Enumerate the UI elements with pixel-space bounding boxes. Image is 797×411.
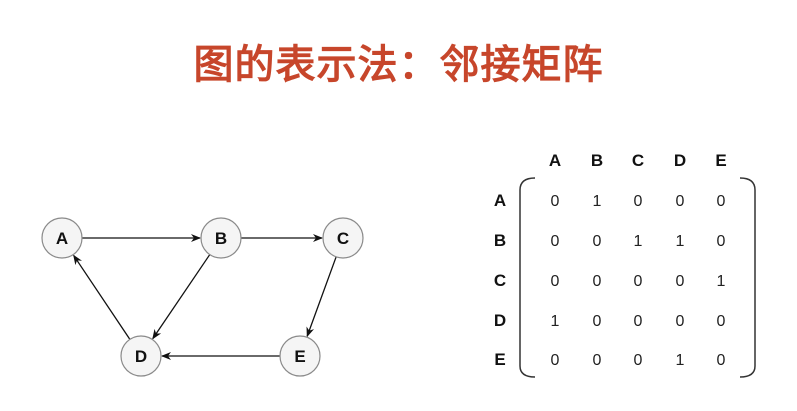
matrix-cell: 0 — [676, 193, 685, 210]
edge-c-e — [306, 256, 337, 338]
matrix-column-header: D — [674, 151, 686, 170]
matrix-cell: 0 — [551, 233, 560, 250]
matrix-column-header: E — [715, 151, 726, 170]
matrix-cell: 0 — [717, 233, 726, 250]
matrix-row-header: B — [494, 231, 506, 250]
slide-title: 图的表示法：邻接矩阵 — [193, 42, 604, 88]
matrix-cell: 1 — [634, 233, 643, 250]
node-label: B — [215, 229, 227, 248]
node-circle — [322, 217, 364, 259]
matrix-cell: 0 — [717, 193, 726, 210]
matrix-cell: 0 — [551, 193, 560, 210]
matrix-cell: 0 — [593, 233, 602, 250]
matrix-column-header: C — [632, 151, 644, 170]
node-b: B — [200, 217, 242, 259]
matrix-cell: 0 — [676, 313, 685, 330]
matrix-cell: 0 — [634, 313, 643, 330]
matrix-cell: 0 — [593, 313, 602, 330]
matrix-row-header: C — [494, 271, 506, 290]
node-circle — [279, 335, 321, 377]
matrix-cell: 0 — [634, 352, 643, 369]
matrix-row-header: A — [494, 191, 506, 210]
node-a: A — [41, 217, 83, 259]
node-label: D — [135, 347, 147, 366]
node-label: C — [337, 229, 349, 248]
node-circle — [41, 217, 83, 259]
matrix-cell: 0 — [717, 313, 726, 330]
matrix-column-header: B — [591, 151, 603, 170]
matrix-right-bracket — [739, 177, 756, 378]
matrix-cell: 1 — [717, 273, 726, 290]
matrix-cell: 0 — [593, 273, 602, 290]
node-label: E — [294, 347, 305, 366]
matrix-cell: 1 — [593, 193, 602, 210]
matrix-cell: 0 — [676, 273, 685, 290]
matrix-left-bracket — [519, 177, 536, 378]
node-c: C — [322, 217, 364, 259]
node-d: D — [120, 335, 162, 377]
matrix-cell: 1 — [676, 233, 685, 250]
matrix-cell: 0 — [634, 193, 643, 210]
node-circle — [200, 217, 242, 259]
matrix-row-header: D — [494, 311, 506, 330]
node-e: E — [279, 335, 321, 377]
matrix-cell: 0 — [551, 352, 560, 369]
matrix-cell: 1 — [676, 352, 685, 369]
graph-edges — [73, 234, 337, 360]
edge-b-d — [152, 254, 211, 340]
matrix-row-header: E — [494, 350, 505, 369]
matrix-cell: 0 — [593, 352, 602, 369]
node-circle — [120, 335, 162, 377]
graph-nodes: A B C D E — [41, 217, 364, 377]
matrix-cell: 1 — [551, 313, 560, 330]
matrix-cell: 0 — [634, 273, 643, 290]
matrix-cell: 0 — [717, 352, 726, 369]
node-label: A — [56, 229, 68, 248]
matrix-cell: 0 — [551, 273, 560, 290]
edge-d-a — [73, 254, 131, 340]
matrix-column-header: A — [549, 151, 561, 170]
